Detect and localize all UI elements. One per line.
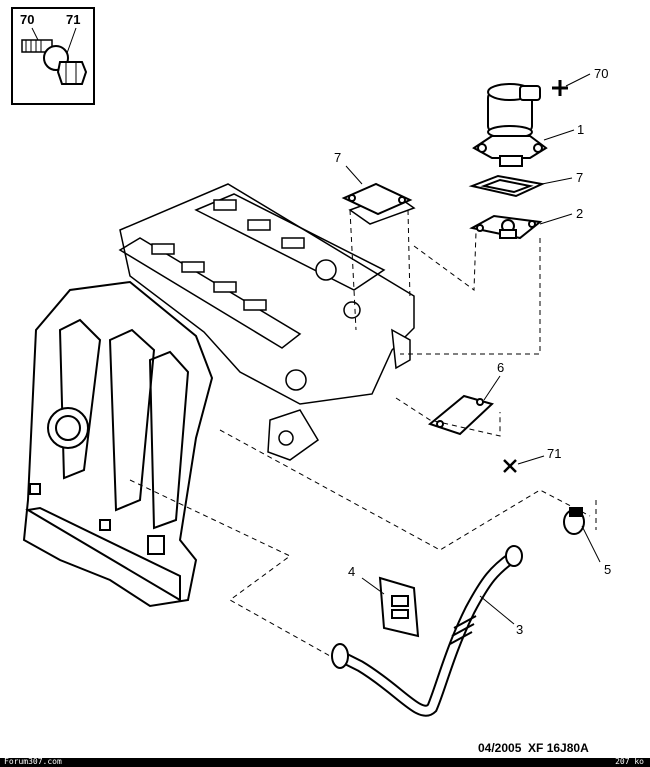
inset-label-71: 71	[66, 12, 80, 27]
callout-4: 4	[348, 564, 355, 579]
callout-2: 2	[576, 206, 583, 221]
assembly-dashed-lines	[129, 209, 597, 657]
inset-label-70: 70	[20, 12, 34, 27]
cylinder-head	[118, 183, 416, 461]
hose-clamp-5	[563, 507, 585, 535]
file-size: 207 ko	[615, 757, 644, 766]
callout-5: 5	[604, 562, 611, 577]
callout-7-head: 7	[334, 150, 341, 165]
callout-3: 3	[516, 622, 523, 637]
inset-fastener-box: 70 71	[11, 7, 95, 105]
bolt-icon	[21, 39, 88, 85]
source-watermark: Forum307.com	[4, 757, 62, 766]
intake-manifold	[22, 280, 214, 608]
bolt-symbol-71	[503, 459, 517, 473]
pipe-bracket-4	[378, 576, 420, 638]
callout-1: 1	[577, 122, 584, 137]
callout-7-valve: 7	[576, 170, 583, 185]
footer-bar	[0, 758, 650, 767]
callout-leaders	[345, 73, 601, 625]
egr-pipe	[331, 545, 523, 717]
callout-6: 6	[497, 360, 504, 375]
blanking-plate-6	[427, 394, 494, 436]
egr-gasket-upper	[468, 174, 546, 198]
drawing-reference: 04/2005 XF 16J80A	[478, 741, 589, 755]
bolt-symbol-70	[552, 80, 568, 96]
egr-gasket-head	[341, 182, 413, 216]
egr-valve	[472, 83, 548, 167]
callout-71: 71	[547, 446, 561, 461]
callout-70: 70	[594, 66, 608, 81]
egr-spacer-flange	[469, 214, 543, 240]
